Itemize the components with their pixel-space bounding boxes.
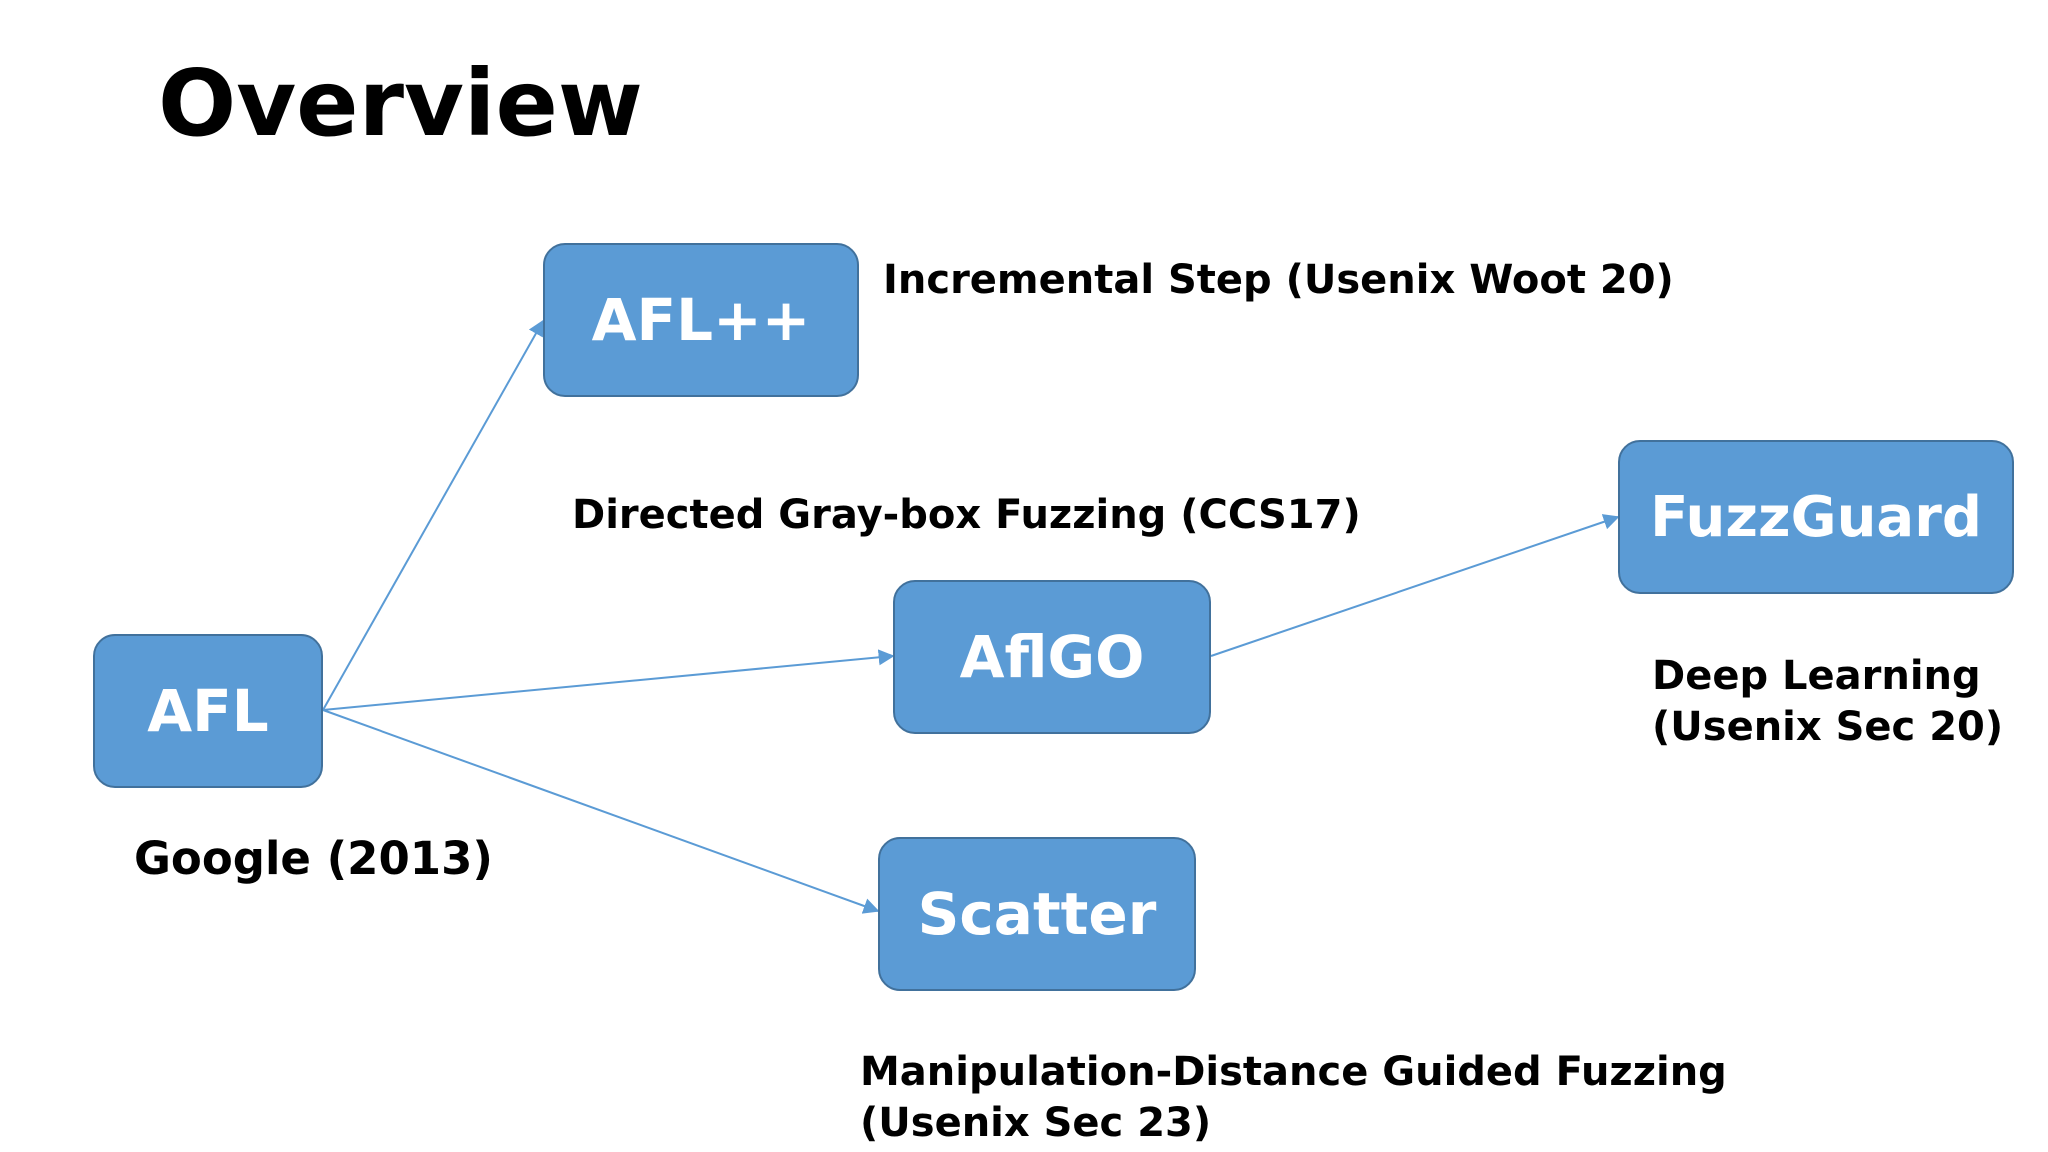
slide-title: Overview xyxy=(158,50,643,157)
edge-afl-to-scatter xyxy=(322,709,880,914)
node-aflgo-label: AflGO xyxy=(959,623,1145,691)
node-afl-label: AFL xyxy=(147,677,269,745)
caption-afl: Google (2013) xyxy=(134,833,493,884)
node-scatter: Scatter xyxy=(878,837,1196,991)
node-afl: AFL xyxy=(93,634,323,788)
caption-fuzzguard: Deep Learning (Usenix Sec 20) xyxy=(1652,651,2003,753)
node-aflpp: AFL++ xyxy=(543,243,859,397)
edge-aflgo-to-fuzzguard xyxy=(1210,514,1620,657)
caption-aflgo: Directed Gray-box Fuzzing (CCS17) xyxy=(572,490,1361,541)
node-fuzzguard-label: FuzzGuard xyxy=(1650,484,1982,550)
caption-scatter-line-2: (Usenix Sec 23) xyxy=(860,1100,1212,1146)
edge-afl-to-aflgo xyxy=(322,649,895,711)
caption-aflpp: Incremental Step (Usenix Woot 20) xyxy=(883,255,1674,306)
node-aflpp-label: AFL++ xyxy=(591,286,811,354)
caption-scatter-line-1: Manipulation-Distance Guided Fuzzing xyxy=(860,1049,1727,1095)
caption-scatter: Manipulation-Distance Guided Fuzzing (Us… xyxy=(860,1047,1727,1149)
caption-aflgo-line: Directed Gray-box Fuzzing (CCS17) xyxy=(572,492,1361,538)
caption-afl-line: Google (2013) xyxy=(134,832,493,885)
caption-fuzzguard-line-1: Deep Learning xyxy=(1652,653,1981,699)
node-aflgo: AflGO xyxy=(893,580,1211,734)
node-fuzzguard: FuzzGuard xyxy=(1618,440,2014,594)
edge-afl-to-aflpp xyxy=(322,319,544,711)
caption-aflpp-line: Incremental Step (Usenix Woot 20) xyxy=(883,257,1674,303)
node-scatter-label: Scatter xyxy=(917,880,1157,948)
caption-fuzzguard-line-2: (Usenix Sec 20) xyxy=(1652,704,2004,750)
